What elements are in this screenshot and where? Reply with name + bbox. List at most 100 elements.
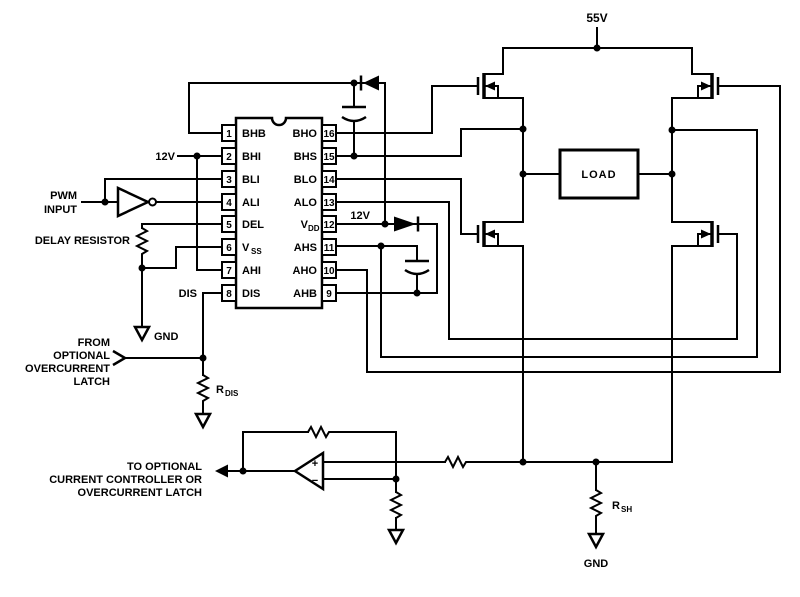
from-latch-line3: OVERCURRENT (25, 363, 110, 375)
pin-name: BHI (242, 151, 261, 163)
wire-del (141, 223, 223, 229)
pin-name-subscript: DD (308, 224, 320, 233)
pin-number: 11 (324, 243, 335, 254)
from-latch-line2: OPTIONAL (53, 350, 110, 362)
rsh-label: R (612, 500, 620, 512)
wire-12v-ahi (196, 155, 223, 271)
diodes (359, 75, 420, 232)
pin-number: 7 (226, 266, 232, 277)
ground-icon (586, 532, 606, 550)
wire-alo-gate (335, 201, 738, 340)
rdis-label-subscript: DIS (225, 389, 239, 398)
wire-vss-jog (141, 246, 223, 269)
bootstrap-diode-bottom (394, 216, 416, 232)
delay-resistor-label: DELAY RESISTOR (35, 235, 130, 247)
ground-icon (193, 412, 213, 430)
rdis-label: R (216, 384, 224, 396)
pin-number: 13 (323, 198, 335, 209)
wire-aho-gate (335, 85, 781, 373)
supply-12v-mid-label: 12V (350, 210, 370, 222)
mosfet-lower-right (672, 221, 720, 247)
nchannel-arrow-icon (485, 229, 495, 239)
ground-symbols (132, 325, 606, 550)
pin-name: AHI (242, 265, 261, 277)
gnd-top-label: GND (154, 331, 179, 343)
pin-name: ALI (242, 197, 260, 209)
pin-name: V (301, 219, 309, 231)
junction-dots (101, 44, 676, 483)
supply-12v-top-label: 12V (155, 151, 175, 163)
delay-resistor (134, 227, 150, 256)
wire-feedback-right (322, 431, 397, 480)
gnd-bottom-label: GND (584, 558, 609, 570)
nchannel-arrow-icon (701, 229, 711, 239)
bootstrap-diode-top (363, 75, 379, 91)
opamp-plus-label: + (312, 458, 318, 470)
pin-name: AHO (293, 265, 318, 277)
load-label: LOAD (581, 169, 616, 181)
pin-name: DEL (242, 219, 264, 231)
mosfet-lower-left (476, 221, 523, 247)
wire-bhb-bootstrap (188, 82, 386, 134)
ic-pin-boxes (221, 124, 337, 302)
pin-number: 6 (226, 243, 232, 254)
wire-blo-gate (335, 178, 479, 235)
pin-name: BHB (242, 128, 266, 140)
nchannel-arrow-icon (701, 81, 711, 91)
from-latch-line1: FROM (78, 337, 110, 349)
load-block: LOAD (558, 148, 640, 200)
inverter-triangle-icon (116, 186, 151, 218)
inverter-bubble-icon (148, 197, 157, 207)
bootstrap-cap-bottom-plate2 (404, 268, 430, 276)
nchannel-arrow-icon (485, 81, 495, 91)
pin-number: 5 (226, 220, 232, 231)
pin-name: ALO (294, 197, 318, 209)
pin-number: 15 (323, 152, 335, 163)
feedback-resistor (307, 424, 330, 440)
pin-name: DIS (242, 288, 260, 300)
to-controller-line3: OVERCURRENT LATCH (78, 487, 203, 499)
wire-bli-tap (104, 178, 223, 203)
pin-name: BHS (294, 151, 317, 163)
pin-number: 1 (226, 129, 232, 140)
wire-ahs-pin (335, 245, 418, 262)
signal-arrows (112, 349, 228, 478)
ground-icon (132, 325, 152, 343)
pin-name: V (242, 242, 250, 254)
gain-resistor (388, 491, 404, 519)
wire-dis (202, 292, 223, 359)
driver-ic: 1 2 3 4 5 6 7 8 16 15 14 13 12 11 10 9 B… (221, 116, 337, 310)
pwm-inverter (116, 186, 157, 218)
opamp-triangle-icon (292, 450, 325, 492)
ic-body (234, 116, 324, 310)
pin-number: 16 (323, 129, 335, 140)
mosfet-upper-right (672, 48, 720, 99)
to-controller-line2: CURRENT CONTROLLER OR (49, 474, 202, 486)
wire-ahs-route (380, 129, 758, 358)
pin-number: 14 (323, 175, 335, 186)
capacitors (341, 105, 430, 276)
load-box (558, 148, 640, 200)
pin-name: BLO (294, 174, 318, 186)
bootstrap-cap-top-plate2 (341, 115, 367, 123)
pwm-input-label-line2: INPUT (44, 204, 77, 216)
pin-name: AHB (293, 288, 317, 300)
pin-name: BLI (242, 174, 260, 186)
pin-number: 4 (226, 198, 232, 209)
wire-right-source-down (595, 245, 673, 463)
resistors (134, 227, 604, 519)
rsh-label-subscript: SH (621, 505, 632, 514)
dis-label: DIS (179, 288, 197, 300)
wire-bhs (335, 128, 524, 157)
mosfet-upper-left (476, 48, 523, 99)
ic-pin-names: BHB BHI BLI ALI DEL V SS AHI DIS BHO BHS… (242, 128, 320, 300)
wire-feedback-left (242, 431, 309, 472)
ic-pin-numbers: 1 2 3 4 5 6 7 8 16 15 14 13 12 11 10 9 (226, 129, 335, 300)
ground-icon (386, 528, 406, 546)
pin-number: 8 (226, 289, 232, 300)
pin-name: AHS (294, 242, 317, 254)
pin-name-subscript: SS (251, 247, 262, 256)
pin-number: 12 (323, 220, 335, 231)
